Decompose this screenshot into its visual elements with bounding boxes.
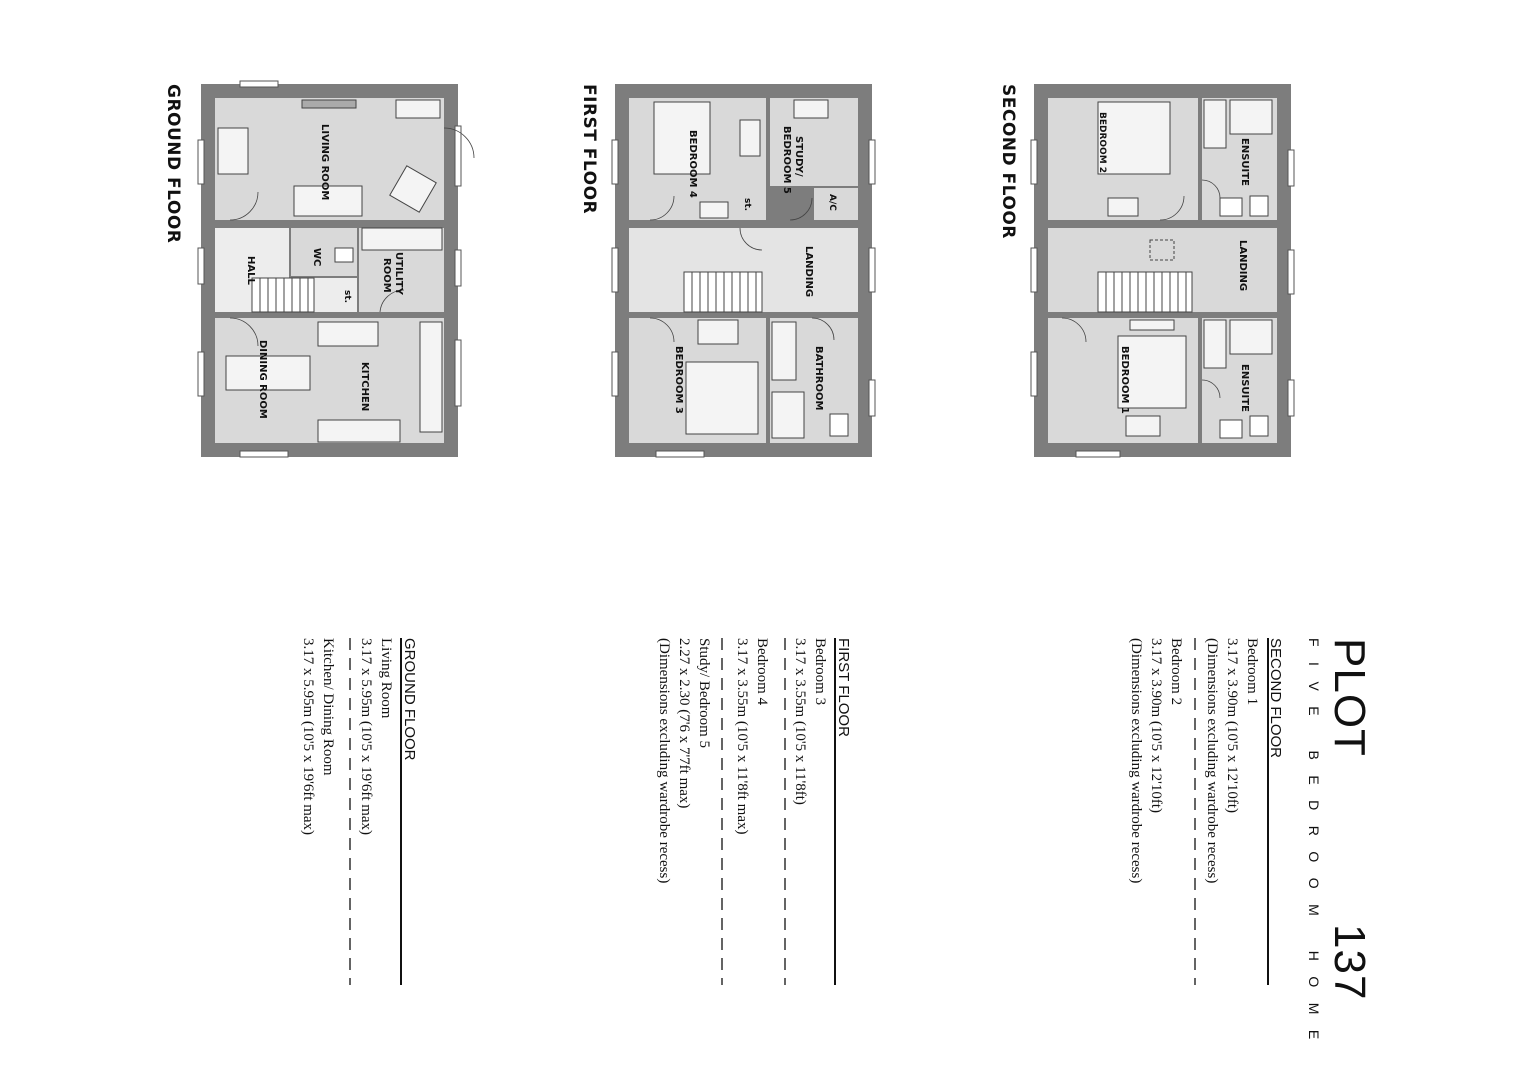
schedule-rules [349,638,1269,985]
label-study-bedroom5: BEDROOM 5 [781,126,792,194]
plot-number-block: 137 [1324,924,1374,1000]
plot-title: PLOT [1324,638,1374,757]
second-floor-block-2: Bedroom 2 3.17 x 3.90m (10'5 x 12'10ft) … [1126,638,1186,883]
bedroom4-name: Bedroom 4 [754,638,770,706]
label-hall: HALL [245,256,256,285]
second-floor-block-1: Bedroom 1 3.17 x 3.90m (10'5 x 12'10ft) … [1202,638,1262,883]
label-store: st. [742,198,752,211]
second-floor-heading: SECOND FLOOR [1267,638,1284,759]
bedroom2-name: Bedroom 2 [1168,638,1184,706]
bedroom3-dims: 3.17 x 3.55m (10'5 x 11'8ft) [792,638,808,805]
label-dining-room: DINING ROOM [257,340,268,419]
bedroom1-dims: 3.17 x 3.90m (10'5 x 12'10ft) [1224,638,1240,813]
label-study: STUDY/ [793,136,804,177]
first-floor-plan: BEDROOM 4 STUDY/ BEDROOM 5 st. A/C LANDI… [611,84,876,458]
label-ac: A/C [827,194,837,211]
kitchen-dims: 3.17 x 5.95m (10'5 x 19'6ft max) [300,638,316,836]
study-dims: 2.27 x 2.30 (7'6 x 7'7ft max) [676,638,692,809]
store-area [732,188,766,220]
ground-floor-plan: LIVING ROOM HALL WC UTILITY ROOM st. DIN… [197,80,475,458]
bedroom2-dims: 3.17 x 3.90m (10'5 x 12'10ft) [1148,638,1164,813]
plot-word: PLOT [1325,638,1374,757]
first-floor-block-2: Bedroom 4 3.17 x 3.55m (10'5 x 11'8ft ma… [732,638,772,835]
label-bedroom-4: BEDROOM 4 [687,130,698,198]
ground-floor-block-2: Kitchen/ Dining Room 3.17 x 5.95m (10'5 … [298,638,338,835]
kitchen-name: Kitchen/ Dining Room [320,638,336,776]
plot-subtitle: FIVE BEDROOM HOME [1306,638,1322,1055]
label-bathroom: BATHROOM [813,346,824,410]
label-living-room: LIVING ROOM [319,124,330,200]
label-store: st. [342,290,352,303]
label-bedroom-1: BEDROOM 1 [1119,346,1130,414]
label-utility: UTILITY [393,252,404,296]
bedroom1-name: Bedroom 1 [1244,638,1260,706]
ac-area [814,188,858,220]
living-dims: 3.17 x 5.95m (10'5 x 19'6ft max) [358,638,374,836]
bedroom2-note: (Dimensions excluding wardrobe recess) [1128,638,1144,884]
label-bedroom-2: BEDROOM 2 [1097,112,1107,173]
label-kitchen: KITCHEN [359,362,370,411]
first-floor-block-1: Bedroom 3 3.17 x 3.55m (10'5 x 11'8ft) [790,638,830,805]
first-floor-heading: FIRST FLOOR [835,638,852,737]
label-ensuite-top: ENSUITE [1239,138,1250,186]
bedroom4-dims: 3.17 x 3.55m (10'5 x 11'8ft max) [734,638,750,835]
label-ensuite-bottom: ENSUITE [1239,364,1250,412]
study-name: Study/ Bedroom 5 [696,638,712,749]
second-floor-plan: BEDROOM 2 ENSUITE LANDING BEDROOM 1 ENSU… [1030,84,1295,458]
living-name: Living Room [378,638,394,719]
label-landing: LANDING [803,246,814,297]
label-landing: LANDING [1237,240,1248,291]
first-floor-block-3: Study/ Bedroom 5 2.27 x 2.30 (7'6 x 7'7f… [654,638,714,883]
plot-number: 137 [1325,924,1374,1001]
ground-floor-block-1: Living Room 3.17 x 5.95m (10'5 x 19'6ft … [356,638,396,835]
ground-floor-heading: GROUND FLOOR [401,638,418,761]
bedroom3-name: Bedroom 3 [812,638,828,706]
label-bedroom-3: BEDROOM 3 [673,346,684,414]
study-note: (Dimensions excluding wardrobe recess) [656,638,672,884]
label-wc: WC [311,248,322,266]
label-utility-room: ROOM [381,258,392,293]
bedroom1-note: (Dimensions excluding wardrobe recess) [1204,638,1220,884]
